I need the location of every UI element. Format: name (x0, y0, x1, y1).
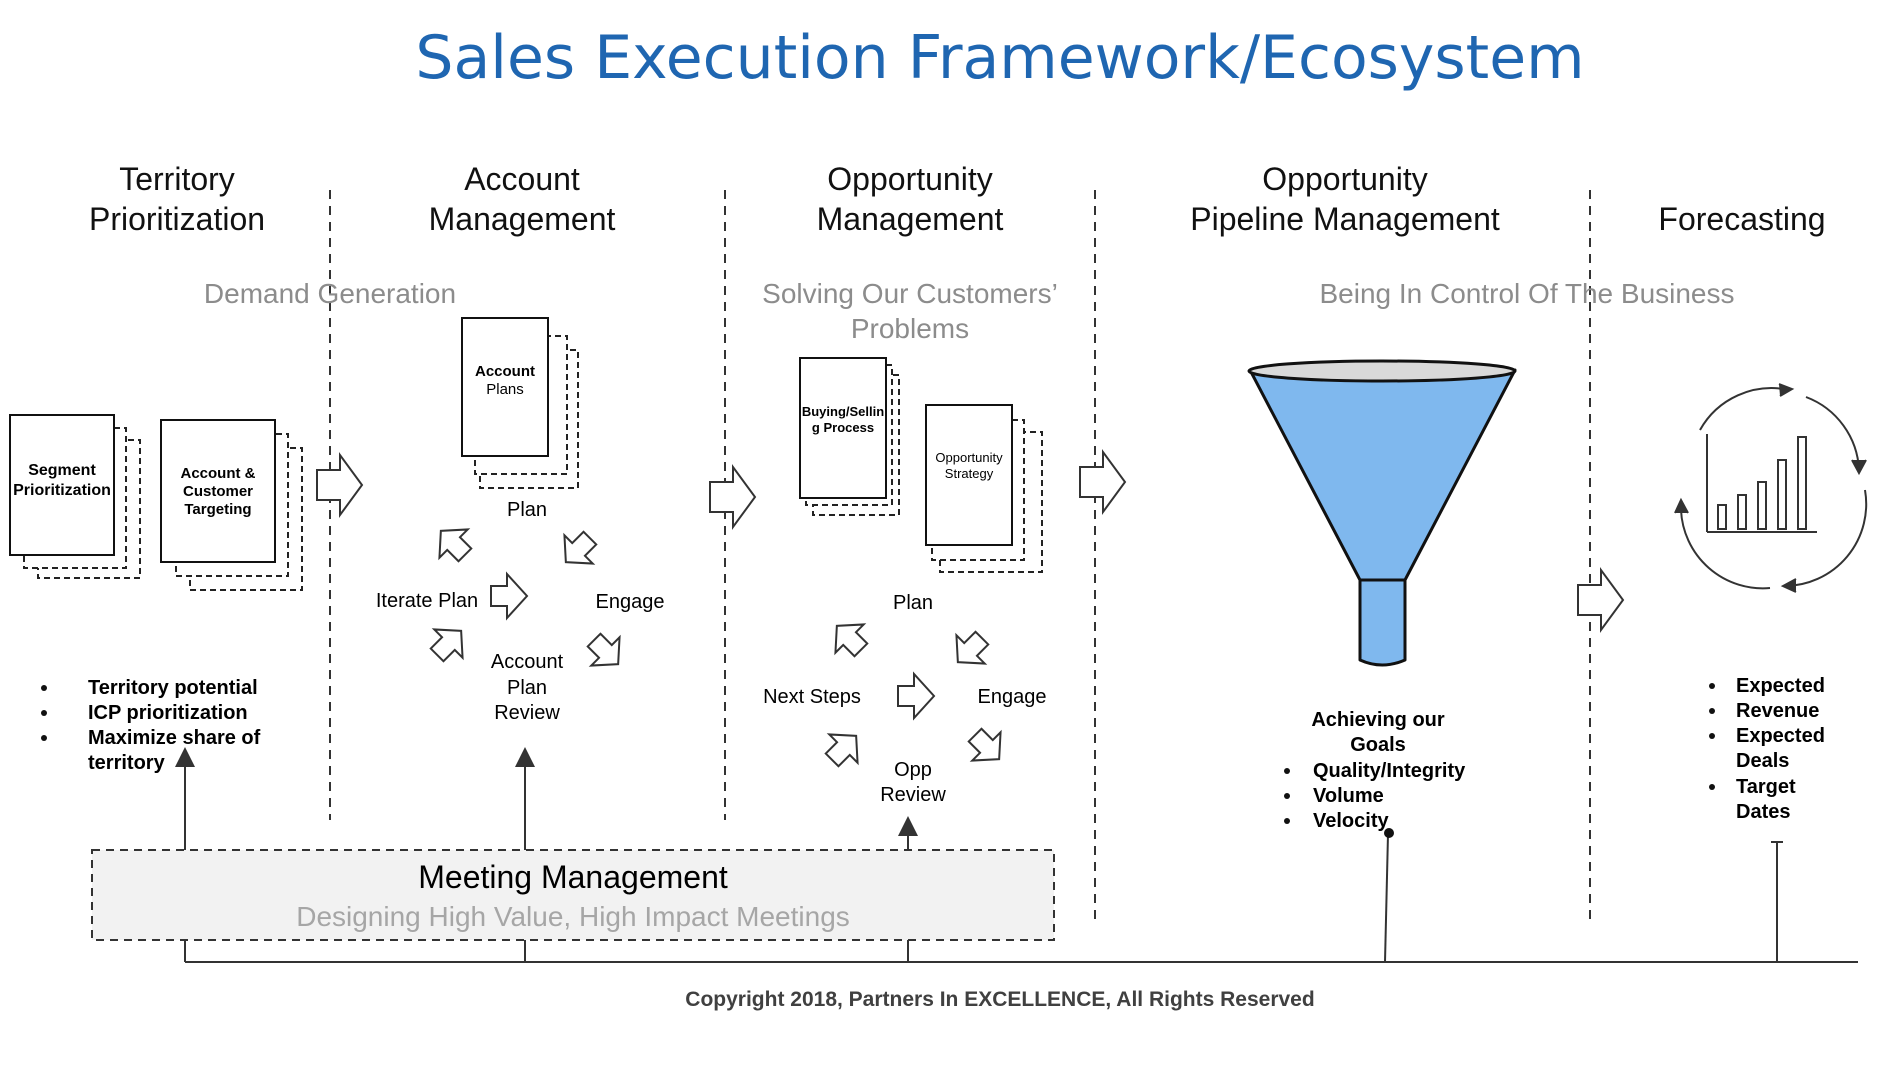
column-separators (329, 190, 1591, 920)
forecast-item-3b: Dates (1736, 801, 1790, 823)
heading-opportunity-1: Opportunity (827, 161, 992, 197)
segment-prioritization-doc: Segment Prioritization (9, 414, 141, 579)
copyright: Copyright 2018, Partners In EXCELLENCE, … (685, 988, 1314, 1011)
heading-forecasting: Forecasting (1658, 201, 1825, 237)
targeting-doc-line2: Customer (183, 483, 253, 500)
territory-item-2: ICP prioritization (88, 702, 248, 724)
opp-cycle-next-steps: Next Steps (763, 686, 861, 708)
opp-cycle-plan: Plan (893, 592, 933, 614)
segment-doc-line2: Prioritization (13, 482, 111, 499)
pipeline-goals-heading-2: Goals (1350, 734, 1406, 756)
territory-list: Territory potential ICP prioritization M… (41, 677, 261, 774)
account-cycle-arrows (429, 528, 621, 667)
block-arrow-4 (1577, 566, 1625, 634)
forecast-item-1b: Revenue (1736, 700, 1819, 722)
theme-demand-generation: Demand Generation (204, 278, 456, 309)
page-title: Sales Execution Framework/Ecosystem (415, 23, 1584, 93)
heading-territory-2: Prioritization (89, 201, 265, 237)
pipeline-goal-3: Velocity (1313, 810, 1389, 832)
segment-doc-line1: Segment (28, 462, 96, 479)
account-cycle-plan: Plan (507, 499, 547, 521)
connector-lines (175, 747, 1858, 963)
column-headings: Territory Prioritization Account Managem… (89, 161, 1826, 237)
account-cycle-engage: Engage (596, 591, 665, 613)
account-plans-line1: Account (475, 363, 535, 380)
theme-labels: Demand Generation Solving Our Customers’… (204, 278, 1735, 344)
meeting-management-box: Meeting Management Designing High Value,… (91, 849, 1055, 941)
pipeline-goal-2: Volume (1313, 785, 1384, 807)
opp-cycle-review-1: Opp (894, 759, 932, 781)
theme-solving-2: Problems (851, 313, 969, 344)
account-customer-targeting-doc: Account & Customer Targeting (160, 419, 303, 591)
targeting-doc-line1: Account & (181, 465, 256, 482)
heading-opportunity-2: Management (817, 201, 1004, 237)
account-cycle-review-3: Review (494, 702, 560, 724)
territory-item-3a: Maximize share of (88, 727, 261, 749)
block-arrow-3 (1079, 448, 1127, 516)
targeting-doc-line3: Targeting (184, 501, 251, 518)
account-cycle-review-1: Account (491, 651, 564, 673)
forecast-item-1a: Expected (1736, 675, 1825, 697)
heading-account-1: Account (464, 161, 580, 197)
buying-doc-line2: g Process (812, 420, 874, 435)
block-arrow-2 (709, 463, 757, 531)
forecast-item-2a: Expected (1736, 725, 1825, 747)
strategy-doc-line1: Opportunity (935, 450, 1003, 465)
pipeline-funnel-icon (1247, 359, 1517, 667)
meeting-title: Meeting Management (418, 859, 728, 895)
buying-selling-process-doc: Buying/Sellin g Process (799, 357, 900, 516)
account-cycle-iterate: Iterate Plan (376, 590, 478, 612)
pipeline-goal-1: Quality/Integrity (1313, 760, 1466, 782)
account-plans-line2: Plans (486, 381, 524, 398)
forecast-item-2b: Deals (1736, 750, 1789, 772)
heading-pipeline-2: Pipeline Management (1190, 201, 1500, 237)
meeting-subtitle: Designing High Value, High Impact Meetin… (296, 901, 850, 932)
heading-account-2: Management (429, 201, 616, 237)
account-cycle-review-2: Plan (507, 677, 547, 699)
forecast-list: Expected Revenue Expected Deals Target D… (1709, 675, 1825, 823)
block-arrow-1 (316, 451, 364, 519)
territory-item-3b: territory (88, 752, 166, 774)
heading-pipeline-1: Opportunity (1262, 161, 1427, 197)
territory-item-1: Territory potential (88, 677, 258, 699)
heading-territory-1: Territory (119, 161, 235, 197)
opp-cycle-review-2: Review (880, 784, 946, 806)
velocity-connector-dot (1384, 828, 1394, 838)
account-plans-doc: Account Plans (461, 317, 579, 489)
theme-control: Being In Control Of The Business (1319, 278, 1734, 309)
opportunity-strategy-doc: Opportunity Strategy (925, 404, 1043, 573)
forecast-chart-icon (1674, 383, 1868, 593)
opp-cycle-arrows (824, 623, 1002, 768)
buying-doc-line1: Buying/Sellin (802, 404, 884, 419)
pipeline-goals-heading-1: Achieving our (1311, 709, 1445, 731)
opp-cycle-engage: Engage (978, 686, 1047, 708)
strategy-doc-line2: Strategy (945, 466, 994, 481)
pipeline-goals-list: Quality/Integrity Volume Velocity (1284, 760, 1466, 832)
theme-solving-1: Solving Our Customers’ (762, 278, 1058, 309)
forecast-item-3a: Target (1736, 776, 1796, 798)
